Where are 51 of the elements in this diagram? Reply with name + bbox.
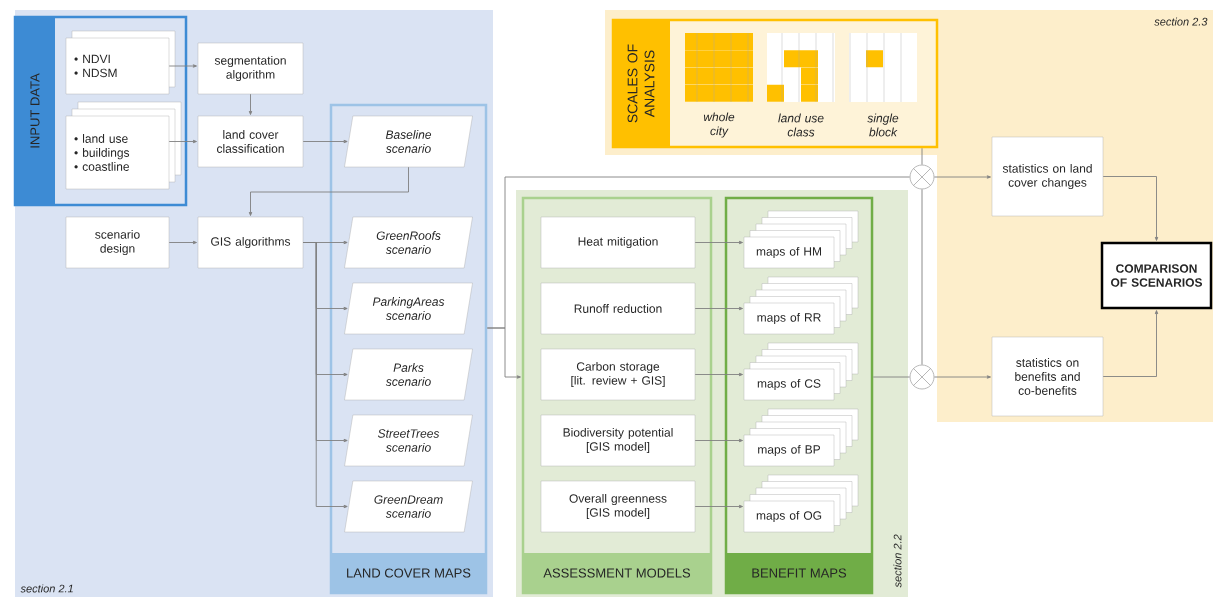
process-box: Heat mitigation (540, 216, 696, 269)
arrow (1102, 176, 1159, 241)
map-stack: maps of CS (743, 342, 859, 401)
arrow (694, 306, 743, 311)
arrow (486, 327, 521, 379)
arrow (248, 166, 409, 216)
scale-caption: whole city (703, 112, 735, 138)
node-label: maps of OG (756, 510, 822, 523)
arrow (694, 240, 743, 245)
result-box: COMPARISON OF SCENARIOS (1100, 241, 1213, 310)
map-stack: maps of RR (743, 276, 859, 335)
scale-caption: single block (867, 113, 899, 137)
map-stack: maps of OG (743, 474, 859, 533)
scenario-parallelogram: GreenRoofs scenario (344, 216, 473, 269)
arrow (933, 375, 991, 379)
process-box: statistics on land cover changes (991, 136, 1104, 217)
scenario-parallelogram: StreetTrees scenario (344, 414, 473, 467)
process-box: statistics on benefits and co-benefits (991, 336, 1104, 417)
panel-title: SCALES OF ANALYSIS (613, 20, 670, 147)
process-box: scenario design (65, 216, 170, 269)
process-box: land cover classification (197, 115, 304, 168)
arrow (168, 64, 197, 68)
arrow (1102, 310, 1159, 377)
process-box: Carbon storage [lit. review + GIS] (540, 348, 696, 401)
document-stack: • land use • buildings • coastline (65, 101, 182, 190)
scales-panel (611, 18, 939, 149)
arrow (168, 240, 197, 245)
process-box: segmentation algorithm (197, 42, 304, 95)
scenario-parallelogram: Baseline scenario (344, 115, 473, 168)
process-box: Runoff reduction (540, 282, 696, 335)
arrow (694, 438, 743, 443)
document-stack: • NDVI • NDSM (65, 30, 176, 95)
arrow (694, 504, 743, 509)
cross-circle (909, 364, 935, 390)
process-box: GIS algorithms (197, 216, 304, 269)
scenario-parallelogram: ParkingAreas scenario (344, 282, 473, 335)
arrow (168, 139, 197, 144)
arrow (302, 242, 348, 509)
arrow (302, 139, 348, 144)
arrow (248, 93, 253, 115)
scenario-parallelogram: Parks scenario (344, 348, 473, 401)
scale-caption: land use class (778, 113, 824, 137)
map-stack: maps of HM (743, 210, 859, 269)
scenario-parallelogram: GreenDream scenario (344, 480, 473, 533)
process-box: Overall greenness [GIS model] (540, 480, 696, 533)
panel-title: INPUT DATA (15, 17, 55, 205)
map-stack: maps of BP (743, 408, 859, 467)
arrow (933, 175, 991, 179)
arrow (694, 372, 743, 377)
cross-circle (909, 164, 935, 190)
process-box: Biodiversity potential [GIS model] (540, 414, 696, 467)
